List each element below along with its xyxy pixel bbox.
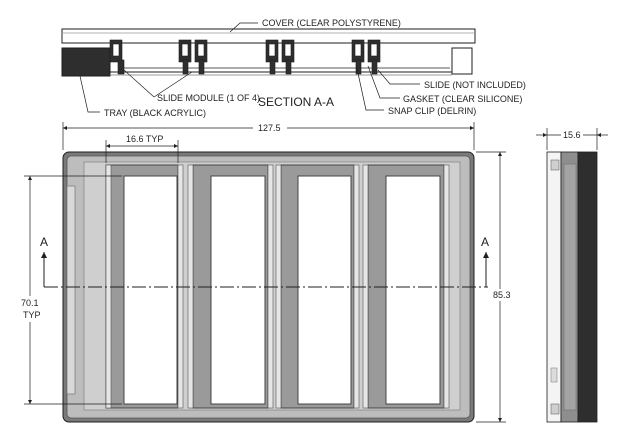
side-view: 15.6 [536, 128, 608, 423]
tray-part [61, 47, 111, 77]
slide-module-1 [105, 164, 179, 409]
snap-clip-label: SNAP CLIP (DELRIN) [388, 106, 476, 116]
window-2 [210, 175, 266, 405]
slide-module-4 [367, 164, 445, 409]
snap-clip-group [109, 39, 381, 75]
overall-height-dim: 85.3 [493, 290, 511, 300]
depth-dim: 15.6 [563, 130, 581, 140]
section-view: COVER (CLEAR POLYSTYRENE) SLIDE (NOT INC… [61, 18, 526, 118]
overall-width-dim: 127.5 [258, 123, 281, 133]
window-height-dim: 70.1 [21, 298, 39, 308]
slide-module-label: SLIDE MODULE (1 OF 4) [157, 93, 260, 103]
gasket-label: GASKET (CLEAR SILICONE) [403, 94, 522, 104]
window-height-suffix: TYP [23, 310, 41, 320]
window-3 [297, 175, 352, 405]
slide-modules [105, 164, 450, 409]
window-1 [123, 175, 178, 405]
section-marker-left: A [40, 235, 48, 249]
slide-label: SLIDE (NOT INCLUDED) [424, 80, 526, 90]
section-marker-right: A [481, 235, 489, 249]
cover-label: COVER (CLEAR POLYSTYRENE) [262, 18, 401, 28]
tray-label: TRAY (BLACK ACRYLIC) [104, 108, 206, 118]
module-pitch-dim: 16.6 TYP [126, 134, 163, 144]
plan-view: A A 127.5 16.6 TYP 70.1 TYP 85.3 [18, 122, 514, 423]
window-4 [385, 175, 441, 405]
section-title: SECTION A-A [258, 95, 334, 109]
side-tray [577, 151, 598, 423]
